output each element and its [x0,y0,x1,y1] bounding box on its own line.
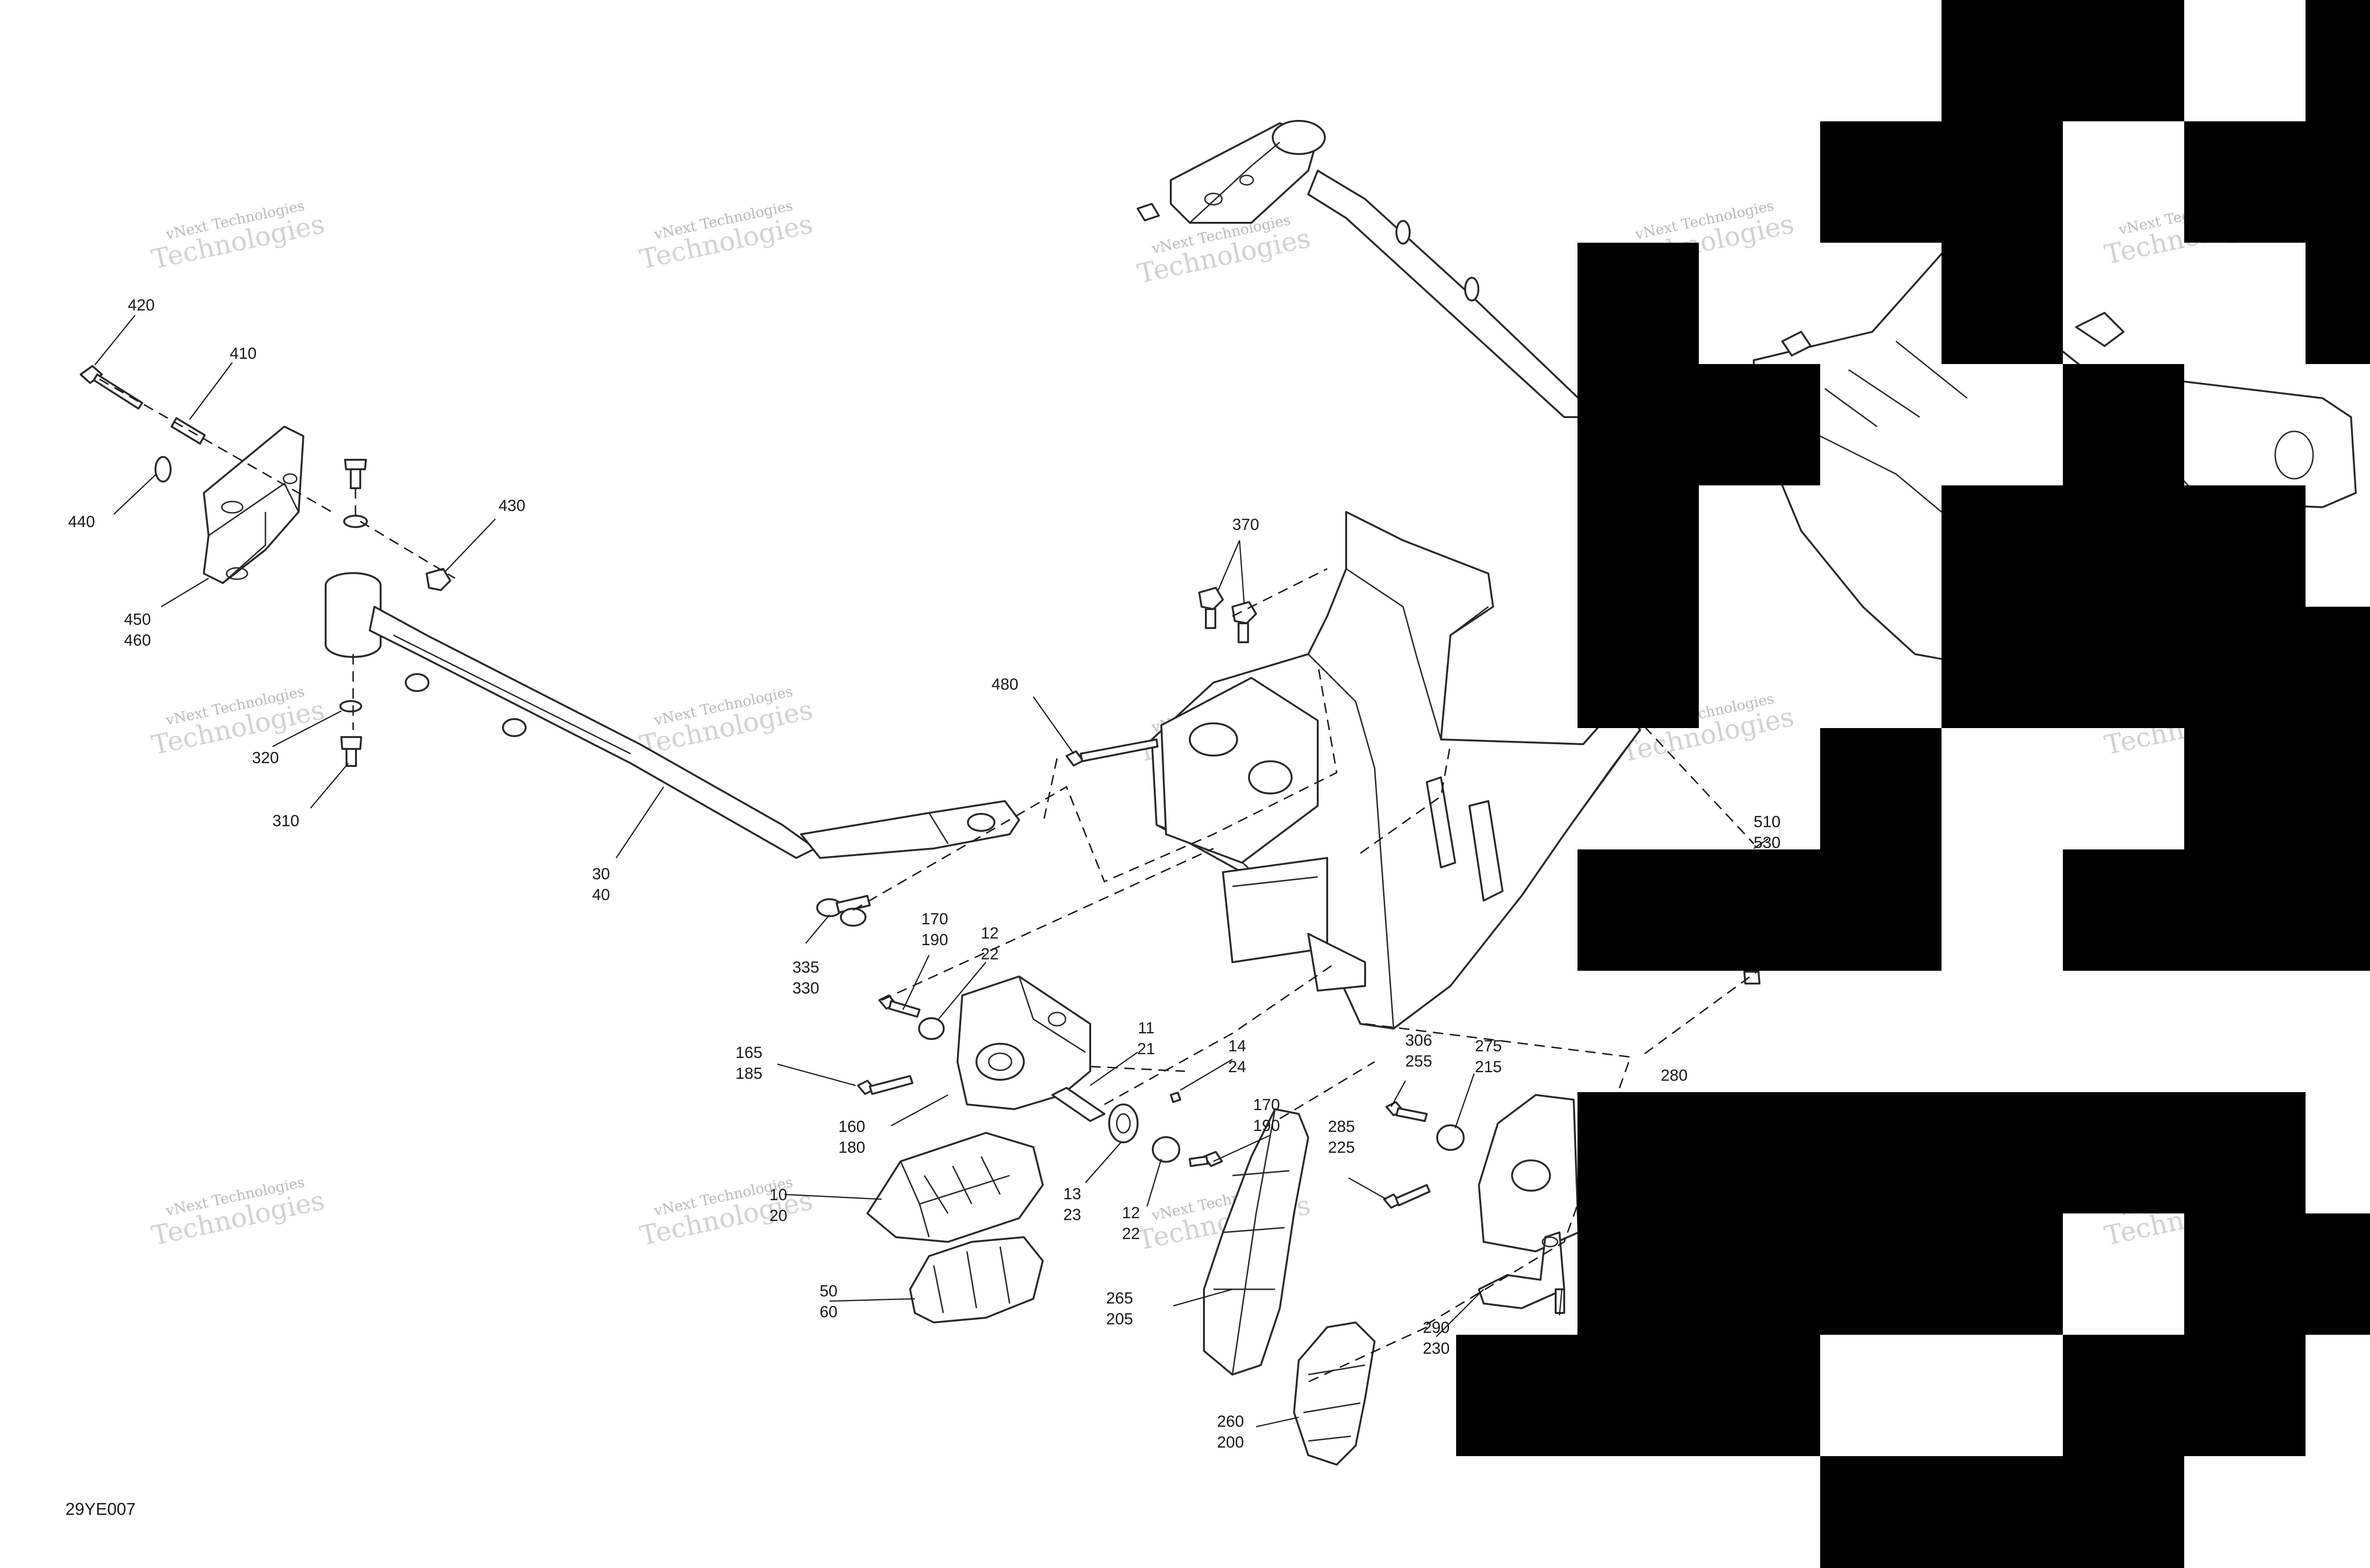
callout-line: 410 [230,345,257,363]
callout-370: 370 [1232,516,1259,534]
callout-line: 10 [769,1186,787,1204]
callout-line: 22 [1122,1225,1140,1243]
center-footpeg-assembly [1203,1094,1579,1466]
callout-line: 170 [921,910,948,928]
callout-line: 12 [1122,1204,1140,1222]
drawing-code: 29YE007 [65,1499,136,1519]
torsion-bar [325,572,1020,859]
callout-line: 330 [793,979,820,997]
callout-line: 14 [1228,1037,1246,1055]
callout-line: 320 [252,749,279,767]
callout-line: 335 [793,958,820,976]
callout-line: 40 [592,886,610,904]
callout-480: 480 [992,675,1019,693]
leader-lines [94,315,1768,1428]
callout-line: 24 [1228,1058,1246,1076]
callout-440: 440 [68,513,95,531]
callout-310: 310 [273,812,300,830]
callout-line: 420 [128,296,155,314]
callout-line: 13 [1063,1185,1081,1203]
callout-line: 170 [1253,1096,1280,1114]
callout-line: 285 [1328,1118,1355,1136]
callout-line: 440 [68,513,95,531]
callout-420: 420 [128,296,155,314]
callout-line: 50 [820,1282,838,1300]
callout-line: 290 [1423,1319,1450,1337]
callout-line: 190 [1253,1117,1280,1135]
callout-line: 260 [1217,1413,1244,1431]
left-mount-bracket [80,365,451,591]
callout-line: 370 [1232,516,1259,534]
callout-280: 280 [1661,1067,1688,1085]
callout-410: 410 [230,345,257,363]
callout-line: 450 [124,611,151,629]
callout-line: 480 [992,675,1019,693]
callout-line: 160 [839,1118,866,1136]
center-frame-panel [1066,511,1641,1030]
callout-line: 460 [124,631,151,649]
callout-line: 200 [1217,1433,1244,1451]
callout-line: 11 [1138,1019,1154,1037]
callout-line: 12 [981,924,999,942]
callout-line: 30 [592,865,610,883]
callout-line: 510 [1754,813,1781,831]
callout-line: 60 [820,1303,838,1321]
callout-line: 255 [1405,1052,1432,1070]
callout-line: 22 [981,945,999,963]
callout-line: 185 [736,1065,763,1083]
callout-line: 530 [1754,834,1781,852]
callout-line: 215 [1475,1058,1502,1076]
callout-line: 165 [736,1044,763,1062]
callout-430: 430 [499,497,526,515]
callout-line: 21 [1137,1040,1155,1058]
callout-line: 180 [839,1139,866,1157]
callout-line: 265 [1106,1289,1133,1307]
redaction-blocks [1456,0,2370,1568]
callout-line: 280 [1661,1067,1688,1085]
upper-arm [1137,120,1584,418]
callout-line: 190 [921,931,948,949]
callout-line: 275 [1475,1037,1502,1055]
left-footpeg-assembly [857,975,1223,1323]
callout-line: 20 [769,1207,787,1225]
callout-line: 310 [273,812,300,830]
callout-line: 430 [499,497,526,515]
callout-line: 205 [1106,1310,1133,1328]
callout-line: 23 [1063,1206,1081,1224]
callout-320: 320 [252,749,279,767]
callout-line: 225 [1328,1139,1355,1157]
callout-line: 306 [1405,1031,1432,1049]
bolts-335 [816,895,871,927]
callout-line: 230 [1423,1340,1450,1358]
